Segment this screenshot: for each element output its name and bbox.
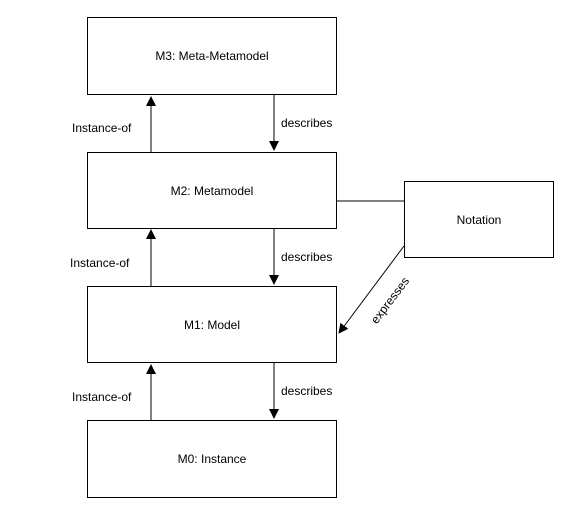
m3-meta-metamodel-box: M3: Meta-Metamodel — [87, 17, 337, 95]
describes-label-m2-m1: describes — [281, 250, 333, 264]
m0-instance-box: M0: Instance — [87, 420, 337, 498]
m0-label: M0: Instance — [177, 452, 247, 466]
m2-label: M2: Metamodel — [170, 183, 254, 198]
m1-model-box: M1: Model — [87, 286, 337, 363]
describes-label-m1-m0: describes — [281, 384, 333, 398]
m2-metamodel-box: M2: Metamodel — [87, 152, 337, 229]
describes-label-m3-m2: describes — [281, 116, 333, 130]
m3-label: M3: Meta-Metamodel — [155, 49, 269, 63]
notation-label: Notation — [456, 212, 502, 227]
instance-of-label-m0-m1: Instance-of — [72, 390, 132, 404]
m1-label: M1: Model — [183, 317, 241, 332]
expresses-arrow — [338, 245, 405, 334]
instance-of-label-m2-m3: Instance-of — [72, 121, 132, 135]
notation-box: Notation — [404, 181, 554, 258]
instance-of-label-m1-m2: Instance-of — [70, 256, 130, 270]
